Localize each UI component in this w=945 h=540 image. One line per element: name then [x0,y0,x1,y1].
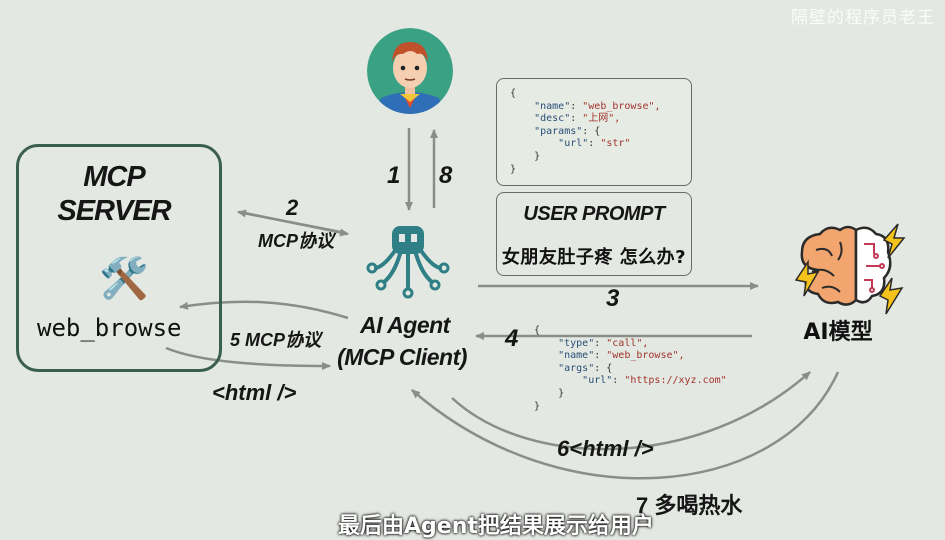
server-title-line1: MCP [83,161,145,193]
wrench-screwdriver-icon: 🛠️ [99,256,149,302]
html-return-label: <html /> [212,380,297,405]
step-4-label: 4 [505,325,519,352]
agent-subtitle: (MCP Client) [337,344,467,370]
tool-name: web_browse [37,314,182,342]
step-2-label: 2 [286,195,299,220]
flow-arrows [165,128,840,480]
step-7-label: 7 多喝热水 [636,493,743,518]
tool-definition-code: { "name": "web_browse", "desc": "上网", "p… [510,88,661,175]
mcp-server-title: MCP SERVER [16,160,212,228]
tool-call-code: { "type": "call", "name": "web_browse", … [534,325,727,412]
agent-name: AI Agent [360,312,450,338]
tool-definition-box [496,78,692,186]
arrow-html-to-ai [451,371,811,451]
user-prompt-text: 女朋友肚子疼 怎么办? [501,247,687,268]
ai-brain-icon [794,223,906,315]
step-3-label: 3 [606,285,620,312]
watermark: 隔壁的程序员老王 [791,8,935,28]
user-prompt-box [496,192,692,276]
video-subtitle: 最后由Agent把结果展示给用户 [338,514,654,539]
ai-model-name: AI模型 [803,320,873,345]
step-6-label: 6<html /> [557,436,654,461]
arrow-server-to-agent [165,346,331,370]
server-title-line2: SERVER [57,195,171,227]
step-8-label: 8 [439,162,453,189]
mcp-server-box [16,144,222,372]
user-prompt-title: USER PROMPT [523,203,665,225]
step-2-text: MCP协议 [258,231,334,251]
user-avatar-icon [367,28,453,114]
octopus-robot-icon [366,226,450,299]
arrow-answer-to-agent [411,371,840,480]
step-1-label: 1 [387,162,401,189]
step-5-label: 5 MCP协议 [230,330,322,350]
arrow-agent-to-server [179,300,349,320]
